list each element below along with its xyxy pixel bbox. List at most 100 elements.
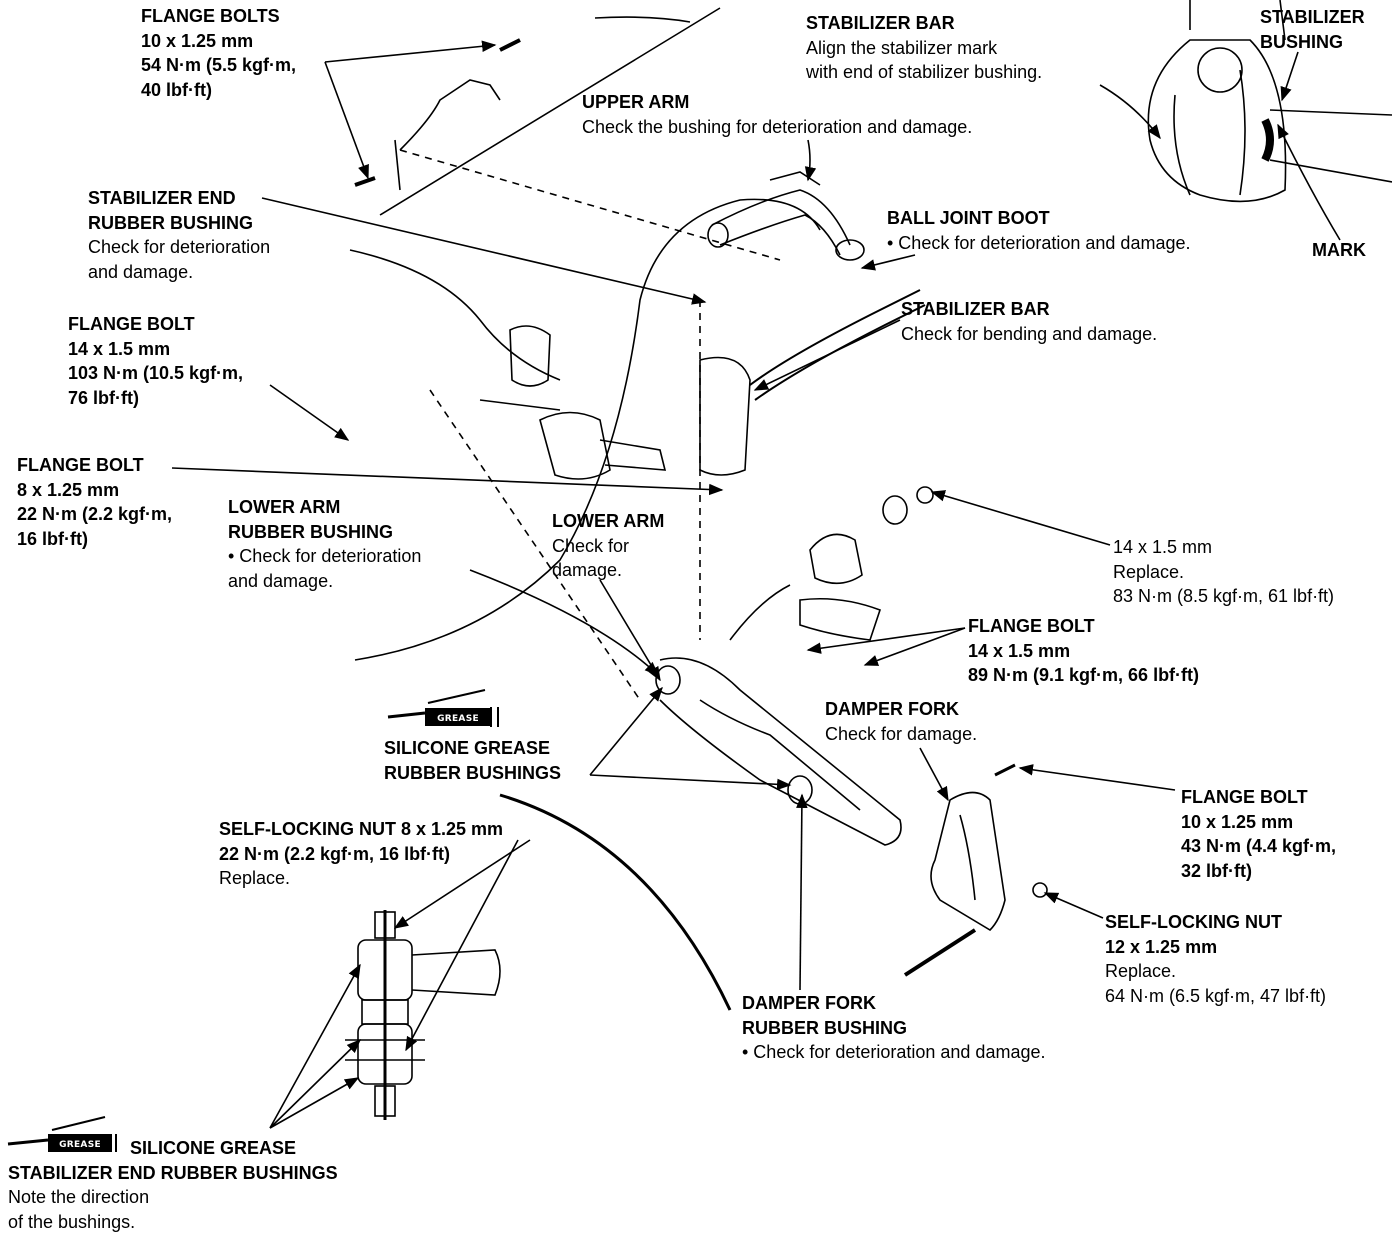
- label-self-locking-nut-8-line-1: SELF-LOCKING NUT 8 x 1.25 mm: [219, 819, 504, 839]
- label-flange-bolt-14-89-line-1: FLANGE BOLT: [968, 616, 1095, 636]
- label-stabilizer-end-rubber-bushing-line-1: STABILIZER END: [88, 188, 236, 208]
- leader-arrow: [753, 319, 901, 391]
- leader-arrow: [796, 793, 808, 991]
- label-flange-bolt-14-89-line-2: 14 x 1.5 mm: [968, 640, 1071, 661]
- label-flange-bolt-10-43-line-4: 32 lbf·ft): [1181, 860, 1252, 881]
- label-lower-arm: LOWER ARM Check for damage.: [552, 509, 664, 583]
- leader-arrow: [1280, 51, 1299, 102]
- label-lower-arm-rubber-bushing-line-3: • Check for deterioration: [228, 546, 422, 566]
- stabilizer-end-link: [345, 910, 501, 1120]
- label-lower-arm-rubber-bushing-line-4: and damage.: [228, 570, 334, 591]
- label-ball-joint-boot-line-2: • Check for deterioration and damage.: [887, 232, 1191, 253]
- label-silicone-grease-rubber-bushings-line-1: SILICONE GREASE: [384, 738, 551, 758]
- label-stabilizer-bushing-line-1: STABILIZER: [1260, 7, 1365, 27]
- label-damper-fork-line-2: Check for damage.: [825, 723, 978, 744]
- leader-arrow: [1277, 123, 1341, 241]
- label-flange-bolt-10-43: FLANGE BOLT 10 x 1.25 mm 43 N·m (4.4 kgf·m…: [1181, 785, 1336, 883]
- label-flange-bolts-top-line-3: 54 N·m (5.5 kgf·m,: [141, 55, 297, 75]
- label-flange-bolt-14-89: FLANGE BOLT 14 x 1.5 mm 89 N·m (9.1 kgf·m,…: [968, 614, 1199, 688]
- leader-arrow: [324, 61, 369, 180]
- label-lower-arm-rubber-bushing-line-1: LOWER ARM: [228, 497, 341, 517]
- leader-arrow: [860, 254, 916, 271]
- label-silicone-grease-rubber-bushings-line-2: RUBBER BUSHINGS: [384, 762, 562, 783]
- compliance-bushing: [799, 486, 934, 641]
- leader-arrow: [324, 40, 497, 63]
- leader-arrow: [469, 569, 660, 676]
- label-mark: MARK: [1312, 238, 1366, 263]
- leader-arrow: [919, 747, 949, 802]
- label-damper-fork-rubber-bushing-line-1: DAMPER FORK: [742, 993, 876, 1013]
- leader-arrow: [804, 139, 817, 182]
- grease-gun-icon: GREASE: [7, 1116, 117, 1152]
- label-stabilizer-bar-check-line-2: Check for bending and damage.: [901, 323, 1158, 344]
- label-lower-arm-line-3: damage.: [552, 560, 623, 580]
- label-damper-fork-rubber-bushing-line-3: • Check for deterioration and damage.: [742, 1042, 1046, 1062]
- label-ball-joint-boot-line-1: BALL JOINT BOOT: [887, 208, 1050, 228]
- label-stabilizer-bar-align-line-3: with end of stabilizer bushing.: [806, 62, 1043, 82]
- label-ball-joint-boot: BALL JOINT BOOT • Check for deterioration…: [887, 206, 1190, 255]
- leader-arrow: [269, 1038, 362, 1129]
- label-flange-bolt-10-43-line-1: FLANGE BOLT: [1181, 787, 1308, 807]
- label-lower-arm-line-1: LOWER ARM: [552, 511, 665, 531]
- leader-arrow: [269, 384, 350, 441]
- label-self-locking-nut-12-line-4: 64 N·m (6.5 kgf·m, 47 lbf·ft): [1105, 985, 1327, 1006]
- svg-text:GREASE: GREASE: [59, 1140, 101, 1150]
- leader-arrow: [393, 839, 531, 929]
- body-outline-line: [379, 7, 721, 216]
- label-flange-bolt-14-103-line-3: 103 N·m (10.5 kgf·m,: [68, 363, 244, 383]
- label-lower-arm-line-2: Check for: [552, 535, 630, 556]
- label-mark-line-1: MARK: [1312, 240, 1366, 260]
- label-flange-bolts-top-line-4: 40 lbf·ft): [141, 79, 212, 100]
- label-flange-bolt-10-43-line-3: 43 N·m (4.4 kgf·m,: [1181, 836, 1337, 856]
- upper-arm: [707, 171, 865, 261]
- leader-arrow: [269, 963, 361, 1129]
- label-silicone-grease-stabilizer-end-line-1: SILICONE GREASE: [130, 1138, 297, 1158]
- leader-arrow: [589, 774, 792, 791]
- label-stabilizer-end-rubber-bushing-line-4: and damage.: [88, 261, 194, 282]
- svg-text:GREASE: GREASE: [437, 714, 479, 724]
- grease-gun-icon: GREASE: [387, 689, 499, 727]
- label-flange-bolt-8-22-line-3: 22 N·m (2.2 kgf·m,: [17, 504, 173, 524]
- leader-arrow: [261, 197, 707, 305]
- label-stabilizer-bar-check-line-1: STABILIZER BAR: [901, 299, 1050, 319]
- label-flange-bolt-14-103-line-1: FLANGE BOLT: [68, 314, 195, 334]
- label-nut-14-83-line-2: Replace.: [1113, 561, 1185, 582]
- label-self-locking-nut-8-line-2: 22 N·m (2.2 kgf·m, 16 lbf·ft): [219, 843, 451, 864]
- label-stabilizer-end-rubber-bushing-line-2: RUBBER BUSHING: [88, 212, 254, 233]
- leader-arrow: [1043, 892, 1104, 919]
- label-flange-bolt-14-103-line-4: 76 lbf·ft): [68, 387, 139, 408]
- fender-curve: [499, 793, 732, 1011]
- dashed-line: [399, 149, 781, 261]
- label-flange-bolt-8-22-line-4: 16 lbf·ft): [17, 528, 88, 549]
- label-self-locking-nut-8: SELF-LOCKING NUT 8 x 1.25 mm 22 N·m (2.2 …: [219, 817, 503, 891]
- label-flange-bolt-8-22-line-2: 8 x 1.25 mm: [17, 479, 120, 500]
- label-flange-bolt-10-43-line-2: 10 x 1.25 mm: [1181, 811, 1294, 832]
- label-stabilizer-bushing-line-2: BUSHING: [1260, 31, 1344, 52]
- label-flange-bolt-14-89-line-3: 89 N·m (9.1 kgf·m, 66 lbf·ft): [968, 665, 1200, 685]
- label-self-locking-nut-12-line-3: Replace.: [1105, 961, 1177, 981]
- label-flange-bolts-top-line-1: FLANGE BOLTS: [141, 6, 280, 26]
- label-silicone-grease-stabilizer-end-line-3: Note the direction: [8, 1187, 150, 1207]
- leader-arrow: [1099, 84, 1161, 140]
- body-outline-line: [594, 16, 691, 23]
- leader-arrow: [405, 839, 519, 1052]
- leader-arrow: [1018, 764, 1176, 791]
- label-stabilizer-bar-align-line-1: STABILIZER BAR: [806, 13, 955, 33]
- leader-arrow: [806, 627, 966, 654]
- leader-arrow: [863, 627, 966, 666]
- leader-arrow: [930, 490, 1111, 546]
- label-upper-arm-line-1: UPPER ARM: [582, 92, 690, 112]
- knuckle: [479, 325, 751, 480]
- label-nut-14-83-line-3: 83 N·m (8.5 kgf·m, 61 lbf·ft): [1113, 586, 1335, 606]
- leader-arrow: [171, 467, 724, 496]
